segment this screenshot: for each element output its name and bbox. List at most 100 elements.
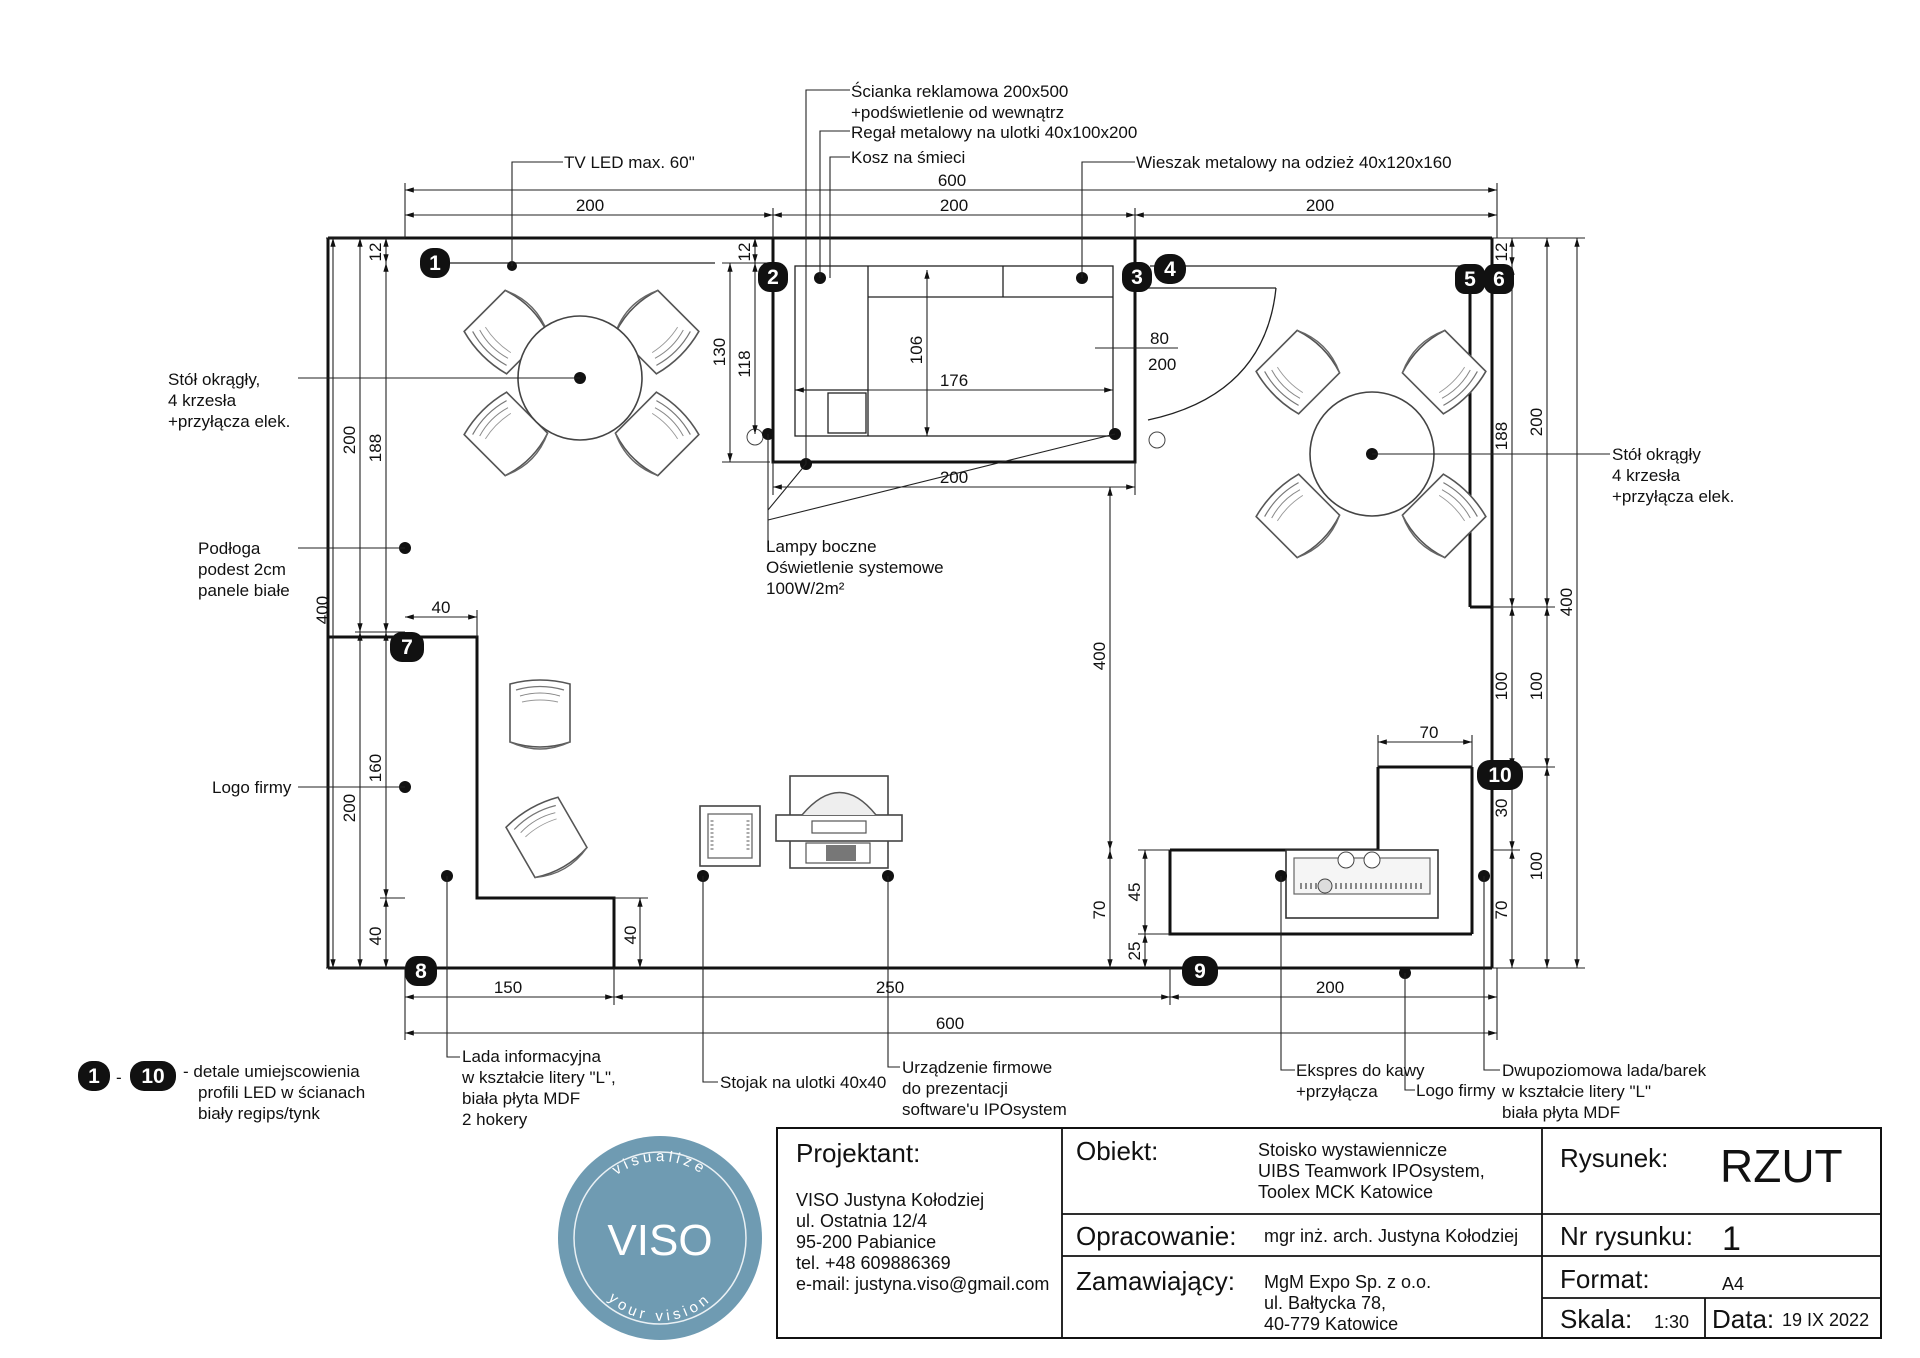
- svg-text:100: 100: [1527, 672, 1546, 700]
- callout-labels: TV LED max. 60" Ścianka reklamowa 200x50…: [168, 82, 1734, 1129]
- svg-text:118: 118: [735, 350, 754, 377]
- dimension-lines: [326, 183, 1585, 1040]
- data-label: Data:: [1712, 1304, 1774, 1334]
- label-wieszak: Wieszak metalowy na odzież 40x120x160: [1136, 153, 1452, 172]
- svg-text:+przyłącza elek.: +przyłącza elek.: [168, 412, 290, 431]
- svg-text:MgM Expo Sp. z o.o.: MgM Expo Sp. z o.o.: [1264, 1272, 1431, 1292]
- svg-text:130: 130: [710, 338, 729, 366]
- svg-text:tel. +48 609886369: tel. +48 609886369: [796, 1253, 951, 1273]
- badge-5: 5: [1455, 264, 1485, 294]
- label-kosz: Kosz na śmieci: [851, 148, 965, 167]
- svg-text:19 IX 2022: 19 IX 2022: [1782, 1310, 1869, 1330]
- svg-text:VISO: VISO: [607, 1216, 712, 1265]
- svg-text:w kształcie litery "L": w kształcie litery "L": [1501, 1082, 1651, 1101]
- svg-text:6: 6: [1493, 268, 1505, 291]
- svg-text:2: 2: [767, 266, 779, 289]
- svg-text:software'u IPOsystem: software'u IPOsystem: [902, 1100, 1067, 1119]
- obiekt-label: Obiekt:: [1076, 1136, 1158, 1166]
- round-table-right: [1252, 324, 1490, 564]
- svg-text:160: 160: [366, 754, 385, 782]
- label-logo-right: Logo firmy: [1416, 1081, 1496, 1100]
- leader-lines: [298, 89, 1610, 1091]
- svg-text:600: 600: [936, 1014, 964, 1033]
- svg-text:200: 200: [1306, 196, 1334, 215]
- label-scianka: Ścianka reklamowa 200x500: [851, 82, 1068, 101]
- badge-8: 8: [405, 956, 437, 986]
- svg-text:40: 40: [432, 598, 451, 617]
- svg-text:70: 70: [1090, 901, 1109, 920]
- projektant-label: Projektant:: [796, 1138, 920, 1168]
- svg-text:biała płyta MDF: biała płyta MDF: [1502, 1103, 1620, 1122]
- svg-text:Toolex MCK Katowice: Toolex MCK Katowice: [1258, 1182, 1433, 1202]
- svg-text:80: 80: [1150, 329, 1169, 348]
- rysunek-label: Rysunek:: [1560, 1143, 1668, 1173]
- svg-text:1: 1: [429, 252, 441, 275]
- svg-text:1:30: 1:30: [1654, 1312, 1689, 1332]
- svg-text:mgr inż. arch. Justyna Kołodzi: mgr inż. arch. Justyna Kołodziej: [1264, 1226, 1518, 1246]
- svg-text:70: 70: [1492, 901, 1511, 920]
- label-device: Urządzenie firmowe: [902, 1058, 1052, 1077]
- svg-text:40: 40: [621, 926, 640, 945]
- svg-text:70: 70: [1420, 723, 1439, 742]
- side-lamps: [746, 428, 1166, 449]
- svg-text:3: 3: [1131, 266, 1143, 289]
- svg-text:200: 200: [576, 196, 604, 215]
- svg-text:podest 2cm: podest 2cm: [198, 560, 286, 579]
- svg-text:2 hokery: 2 hokery: [462, 1110, 528, 1129]
- svg-text:100W/2m²: 100W/2m²: [766, 579, 845, 598]
- svg-text:ul. Ostatnia 12/4: ul. Ostatnia 12/4: [796, 1211, 927, 1231]
- svg-text:30: 30: [1492, 799, 1511, 818]
- svg-text:250: 250: [876, 978, 904, 997]
- svg-text:biały regips/tynk: biały regips/tynk: [198, 1104, 320, 1123]
- svg-text:200: 200: [340, 794, 359, 822]
- label-bar: Dwupoziomowa lada/barek: [1502, 1061, 1707, 1080]
- svg-text:e-mail: justyna.viso@gmail.com: e-mail: justyna.viso@gmail.com: [796, 1274, 1049, 1294]
- svg-text:150: 150: [494, 978, 522, 997]
- svg-text:panele białe: panele białe: [198, 581, 290, 600]
- viso-logo: visualize your vision VISO: [558, 1136, 762, 1340]
- label-lamps: Lampy boczne: [766, 537, 877, 556]
- led-legend: 1 - 10 - detale umiejscowienia profili L…: [78, 1061, 365, 1123]
- svg-text:12: 12: [735, 243, 754, 262]
- badge-6: 6: [1484, 264, 1514, 294]
- opracowanie-label: Opracowanie:: [1076, 1221, 1236, 1251]
- badge-9: 9: [1182, 956, 1218, 986]
- svg-text:40: 40: [366, 927, 385, 946]
- svg-text:1: 1: [88, 1065, 100, 1088]
- svg-text:VISO Justyna Kołodziej: VISO Justyna Kołodziej: [796, 1190, 984, 1210]
- svg-text:200: 200: [940, 468, 968, 487]
- svg-text:w kształcie litery "L",: w kształcie litery "L",: [461, 1068, 616, 1087]
- svg-text:Oświetlenie systemowe: Oświetlenie systemowe: [766, 558, 944, 577]
- label-info-counter: Lada informacyjna: [462, 1047, 601, 1066]
- label-regal: Regał metalowy na ulotki 40x100x200: [851, 123, 1137, 142]
- svg-text:45: 45: [1125, 883, 1144, 902]
- bar-counter: [1168, 765, 1474, 936]
- badge-4: 4: [1154, 254, 1186, 284]
- svg-text:12: 12: [366, 243, 385, 262]
- svg-text:600: 600: [938, 171, 966, 190]
- zamawiajacy-label: Zamawiający:: [1076, 1266, 1235, 1296]
- title-block: Projektant: VISO Justyna Kołodziej ul. O…: [776, 1127, 1882, 1339]
- svg-text:UIBS Teamwork IPOsystem,: UIBS Teamwork IPOsystem,: [1258, 1161, 1485, 1181]
- nr-rysunku-label: Nr rysunku:: [1560, 1221, 1693, 1251]
- svg-text:400: 400: [1557, 588, 1576, 616]
- svg-text:200: 200: [1527, 408, 1546, 436]
- svg-text:5: 5: [1464, 268, 1476, 291]
- svg-text:200: 200: [1316, 978, 1344, 997]
- dimension-labels: 600 200 200 200 400 200 188 12 200 160 4…: [313, 171, 1576, 1033]
- led-badges: 1 2 3 4 5 6 7 8 9 10: [390, 248, 1523, 986]
- format-label: Format:: [1560, 1264, 1650, 1294]
- svg-text:100: 100: [1492, 672, 1511, 700]
- svg-text:4 krzesła: 4 krzesła: [168, 391, 237, 410]
- skala-label: Skala:: [1560, 1304, 1632, 1334]
- svg-text:Stoisko wystawiennicze: Stoisko wystawiennicze: [1258, 1140, 1447, 1160]
- svg-text:4 krzesła: 4 krzesła: [1612, 466, 1681, 485]
- svg-text:400: 400: [1090, 642, 1109, 670]
- svg-text:10: 10: [141, 1065, 164, 1088]
- label-table-right: Stół okrągły: [1612, 445, 1701, 464]
- brochure-stand: [699, 805, 761, 867]
- label-coffee: Ekspres do kawy: [1296, 1061, 1425, 1080]
- svg-text:200: 200: [340, 426, 359, 454]
- badge-7: 7: [390, 632, 424, 662]
